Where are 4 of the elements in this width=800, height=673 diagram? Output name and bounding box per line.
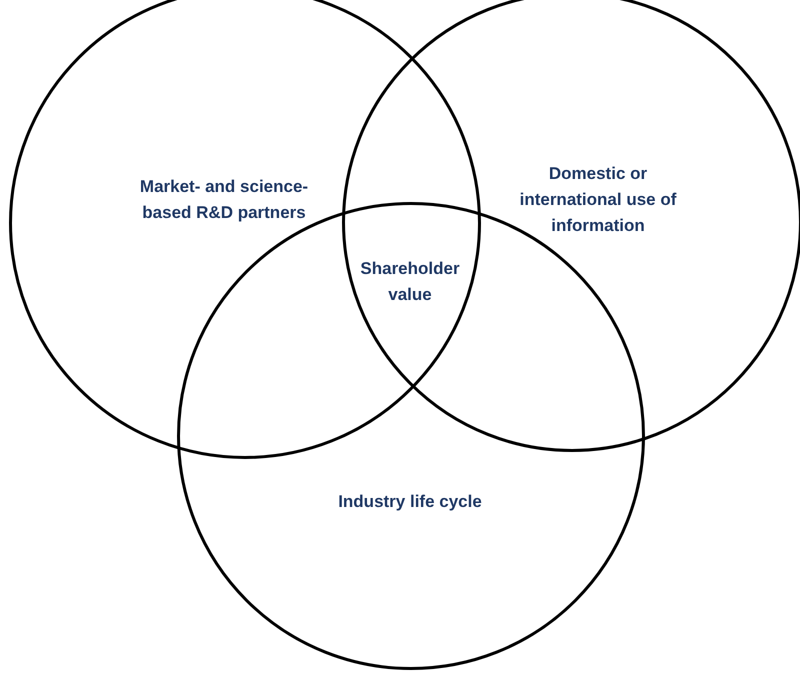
center-label: Shareholder value [359,258,461,306]
circle-label: Industry life cycle [337,491,483,513]
circle-label: Market- and science-based R&D partners [138,176,310,224]
circle-label: Domestic or international use of information [518,163,678,237]
